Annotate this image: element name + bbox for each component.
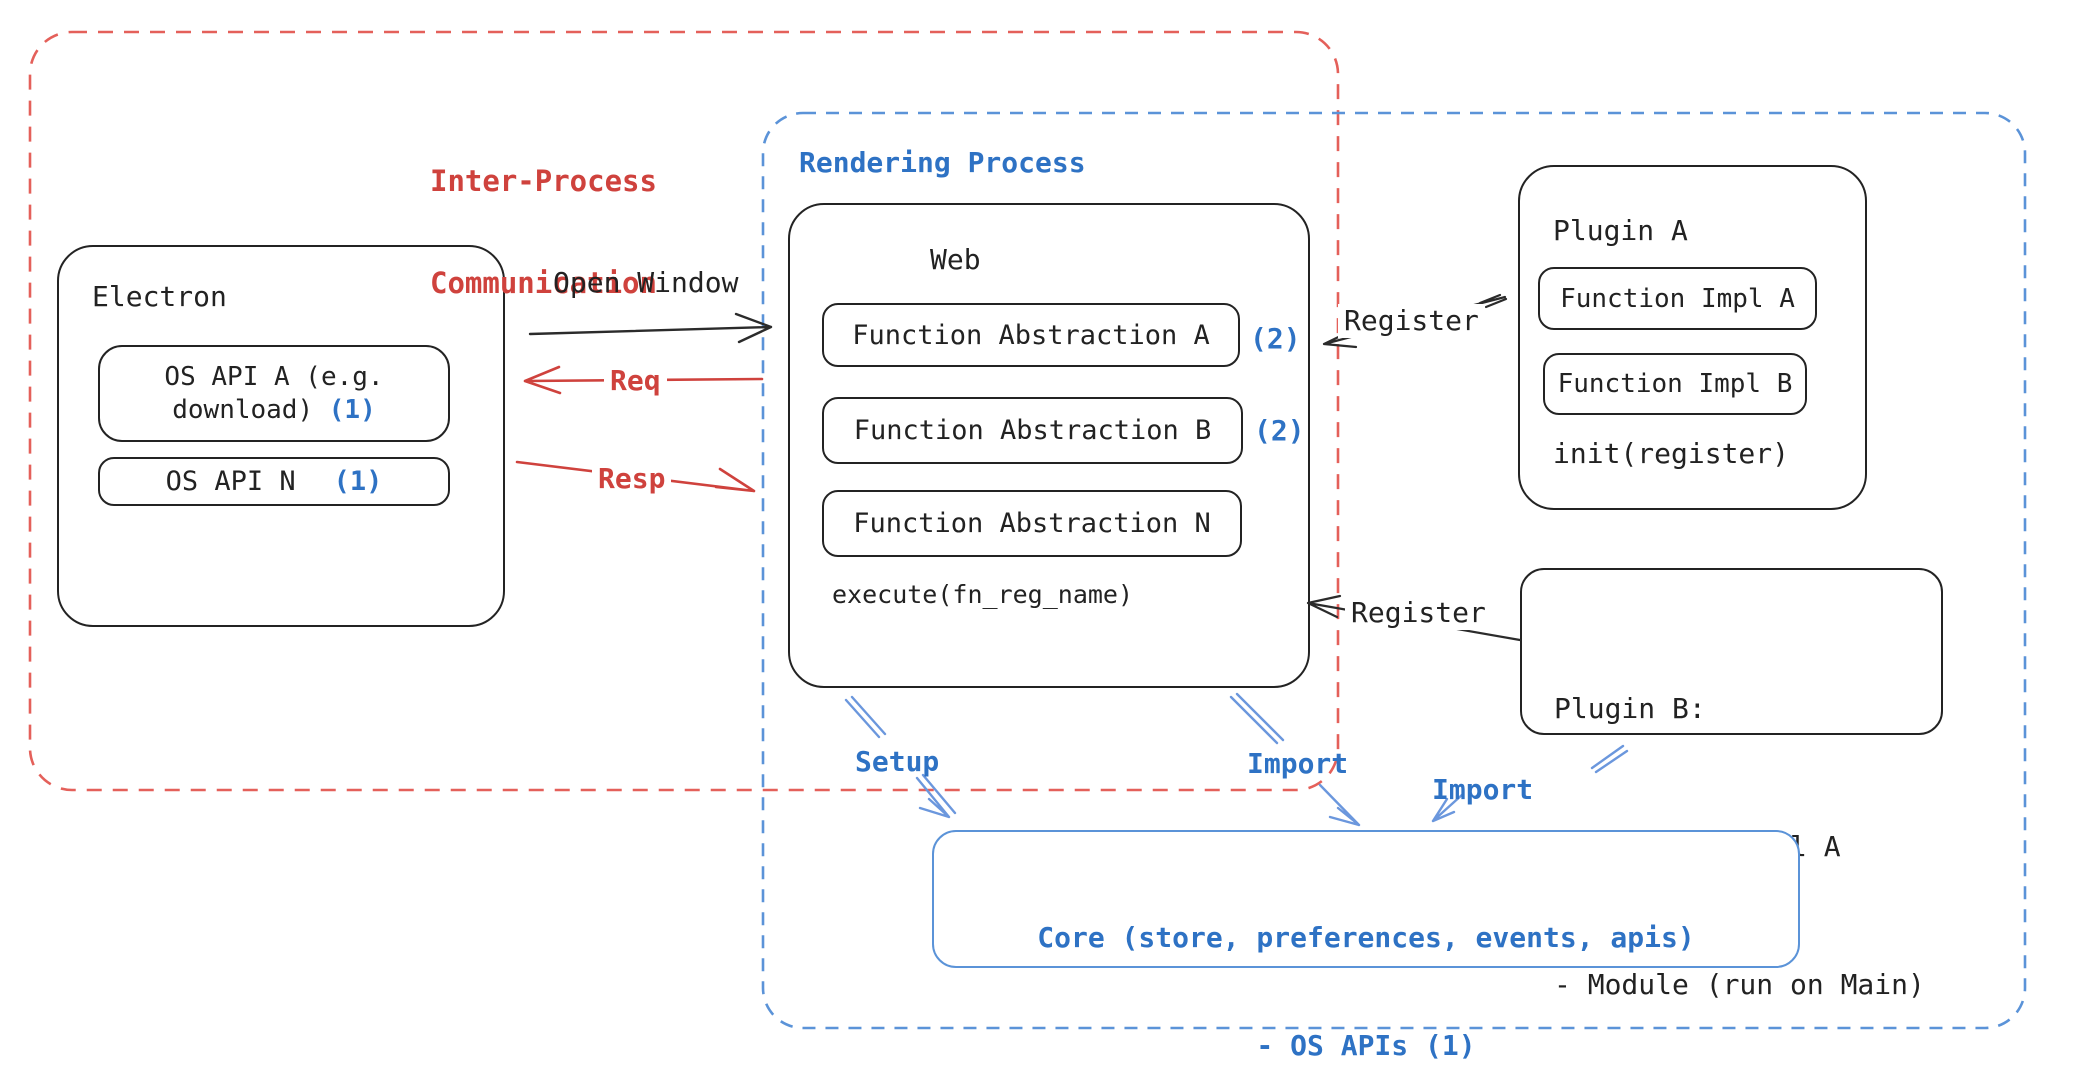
- function-abstraction-a-box: Function Abstraction A: [822, 303, 1240, 367]
- plugin-b-title: Plugin B:: [1554, 692, 1706, 725]
- os-api-n-label: OS API N: [165, 466, 296, 497]
- ipc-region-label-line2: Communication: [430, 266, 657, 300]
- function-impl-a-label: Function Impl A: [1560, 283, 1795, 314]
- open-window-label: Open Window: [553, 266, 739, 299]
- function-abstraction-n-label: Function Abstraction N: [853, 508, 1211, 539]
- import-plugin-label: Import: [1432, 773, 1534, 806]
- function-abstraction-b-box: Function Abstraction B: [822, 397, 1243, 464]
- execute-label: execute(fn_reg_name): [832, 580, 1134, 609]
- function-abstraction-b-badge: (2): [1254, 414, 1305, 447]
- os-api-a-label-line1: OS API A (e.g.: [164, 361, 384, 392]
- os-api-a-badge: (1): [328, 394, 376, 425]
- plugin-a-title: Plugin A: [1553, 214, 1688, 247]
- web-title: Web: [930, 243, 981, 276]
- core-box: Core (store, preferences, events, apis) …: [932, 830, 1800, 1062]
- function-impl-b-label: Function Impl B: [1557, 369, 1793, 399]
- os-api-n-badge: (1): [333, 466, 383, 497]
- import-web-label: Import: [1247, 747, 1349, 780]
- function-impl-a-box: Function Impl A: [1538, 267, 1817, 330]
- os-api-n-box: OS API N (1): [98, 457, 450, 506]
- core-line-2: - OS APIs (1): [1256, 1029, 1476, 1062]
- electron-title: Electron: [92, 280, 227, 313]
- ipc-region-label-line1: Inter-Process: [430, 164, 657, 198]
- function-abstraction-a-label: Function Abstraction A: [852, 319, 1210, 351]
- function-abstraction-a-badge: (2): [1250, 322, 1301, 355]
- function-abstraction-n-box: Function Abstraction N: [822, 490, 1242, 557]
- rendering-region-label: Rendering Process: [799, 146, 1086, 179]
- core-line-1: Core (store, preferences, events, apis): [1037, 921, 1695, 954]
- os-api-a-label-line2: download): [172, 394, 314, 425]
- function-abstraction-b-label: Function Abstraction B: [853, 415, 1212, 446]
- ipc-region-label: Inter-Process Communication: [430, 96, 657, 368]
- plugin-b-box: Plugin B: - Function Impl A - Module (ru…: [1520, 568, 1943, 1001]
- register-top-label: Register: [1338, 304, 1485, 338]
- setup-label: Setup: [855, 745, 940, 778]
- function-impl-b-box: Function Impl B: [1543, 353, 1807, 415]
- req-label: Req: [604, 364, 667, 398]
- resp-label: Resp: [592, 462, 672, 496]
- init-register-label: init(register): [1553, 437, 1790, 470]
- register-bottom-label: Register: [1345, 596, 1492, 630]
- os-api-a-box: OS API A (e.g. download) (1): [98, 345, 450, 442]
